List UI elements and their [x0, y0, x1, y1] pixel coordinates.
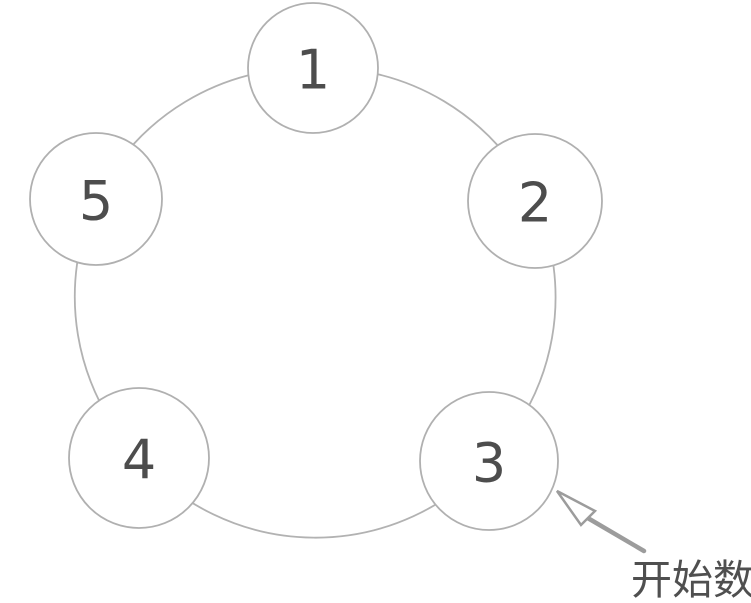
node-2: 2	[467, 133, 603, 269]
node-4-circle	[68, 387, 210, 529]
start-arrowhead-icon	[555, 489, 598, 527]
node-1: 1	[247, 2, 379, 134]
node-1-circle	[247, 2, 379, 134]
node-2-label: 2	[518, 172, 552, 235]
node-3: 3	[419, 391, 559, 531]
node-1-label: 1	[296, 39, 330, 102]
node-5-label: 5	[79, 170, 113, 233]
node-4: 4	[68, 387, 210, 529]
node-3-circle	[419, 391, 559, 531]
start-annotation-label: 开始数	[631, 556, 751, 603]
node-5: 5	[29, 132, 163, 266]
node-3-label: 3	[472, 432, 506, 495]
start-arrow-shaft	[583, 514, 647, 554]
node-2-circle	[467, 133, 603, 269]
node-4-label: 4	[122, 429, 156, 492]
start-arrow	[555, 489, 647, 554]
node-5-circle	[29, 132, 163, 266]
